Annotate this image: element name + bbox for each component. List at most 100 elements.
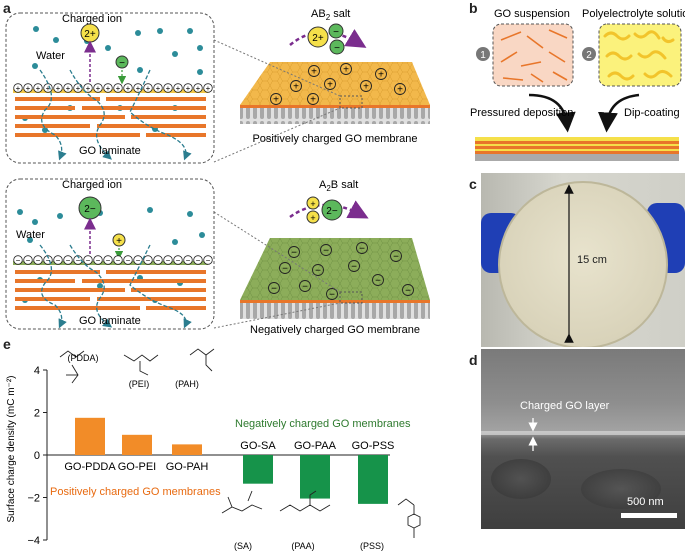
positive-group-label: Positively charged GO membranes: [50, 486, 221, 498]
charge-sign: −: [186, 256, 191, 265]
charge-sign: +: [156, 84, 161, 93]
scale-bar: [621, 513, 677, 518]
bar-go-pei: [122, 434, 152, 455]
polymer-label: (SA): [234, 541, 252, 551]
charge-sign: −: [166, 256, 171, 265]
charge-sign: +: [76, 84, 81, 93]
bar-go-pdda: [75, 417, 105, 455]
membrane-charge-sign: −: [405, 286, 411, 297]
panel-label-b: b: [469, 0, 478, 16]
salt-ion-b2: −: [334, 43, 340, 54]
charge-sign: +: [66, 84, 71, 93]
panel-label-c: c: [469, 176, 477, 192]
membrane-charge-sign: −: [329, 290, 335, 301]
charge-sign: −: [26, 256, 31, 265]
charge-sign: −: [116, 256, 121, 265]
laminate-label-bottom: GO laminate: [79, 315, 141, 327]
salt-ion-b: −: [333, 27, 339, 38]
membrane-charges: +++++++++: [270, 63, 406, 106]
scale-bar-label: 500 nm: [627, 496, 664, 508]
step2-number: 2: [586, 50, 592, 61]
polymer-label: (PDDA): [68, 353, 99, 363]
charge-sign: +: [46, 84, 51, 93]
go-suspension-box: [492, 23, 574, 87]
membrane-charge-sign: −: [359, 244, 365, 255]
charge-sign: +: [206, 84, 211, 93]
laminate-label: GO laminate: [79, 145, 141, 157]
membrane-caption-bottom: Negatively charged GO membrane: [250, 324, 420, 335]
bar-go-pah: [172, 444, 202, 455]
y-tick-label: 2: [34, 408, 40, 420]
category-label: GO-SA: [240, 440, 276, 452]
polymer-label: (PSS): [360, 541, 384, 551]
charge-sign: +: [96, 84, 101, 93]
charge-sign: +: [16, 84, 21, 93]
surface-charges-bottom: −−−−−−−−−−−−−−−−−−−−: [13, 255, 213, 265]
y-tick-label: −4: [27, 535, 40, 547]
membrane-charge-sign: +: [397, 85, 403, 96]
layer-arrows: [528, 418, 677, 518]
membrane-charges-bottom: −−−−−−−−−−−−: [268, 242, 414, 301]
membrane-charge-sign: +: [378, 70, 384, 81]
polymer-label: (PAH): [175, 379, 199, 389]
step2-label: Polyelectrolyte solution: [582, 8, 685, 20]
y-tick-label: 0: [34, 450, 40, 462]
salt-label-bottom: A2B salt: [319, 179, 358, 193]
membrane-charge-sign: +: [311, 67, 317, 78]
y-axis-label: Surface charge density (mC m⁻²): [6, 376, 17, 523]
charge-sign: −: [146, 256, 151, 265]
polymer-label: (PEI): [129, 379, 150, 389]
membrane-charge-sign: −: [271, 284, 277, 295]
charge-sign: +: [56, 84, 61, 93]
water-label-bottom: Water: [16, 229, 45, 241]
charge-sign: −: [16, 256, 21, 265]
membrane-charge-sign: −: [323, 246, 329, 257]
pore-texture: [491, 459, 551, 499]
charge-sign: −: [76, 256, 81, 265]
charge-sign: +: [26, 84, 31, 93]
membrane-charge-sign: +: [327, 80, 333, 91]
membrane-charge-sign: −: [315, 266, 321, 277]
category-label: GO-PDDA: [64, 461, 116, 473]
salt-label: AB2 salt: [311, 8, 350, 22]
salt-ion-b-bottom: 2−: [326, 206, 338, 217]
category-label: GO-PEI: [118, 461, 157, 473]
membrane-charge-sign: −: [282, 264, 288, 275]
ion-small-bottom: +: [116, 236, 122, 247]
category-label: GO-PAA: [294, 440, 337, 452]
y-tick-label: 4: [34, 365, 40, 377]
dimension-arrow: [564, 184, 574, 343]
charge-sign: −: [46, 256, 51, 265]
membrane-charge-sign: −: [351, 262, 357, 273]
negative-group-label: Negatively charged GO membranes: [235, 418, 411, 430]
charge-sign: +: [186, 84, 191, 93]
membrane-charge-sign: −: [302, 282, 308, 293]
go-flakes: [500, 29, 568, 83]
charged-ion-label-bottom: Charged ion: [62, 179, 122, 191]
membrane-charge-sign: −: [291, 248, 297, 259]
step1-number: 1: [480, 50, 486, 61]
dimension-label: 15 cm: [577, 254, 607, 266]
category-label: GO-PAH: [166, 461, 209, 473]
bar-go-sa: [243, 455, 273, 484]
charge-sign: +: [36, 84, 41, 93]
polymer-labels: (PDDA)(PEI)(PAH)(SA)(PAA)(PSS): [68, 353, 385, 551]
charge-sign: +: [166, 84, 171, 93]
membrane-charge-sign: +: [363, 82, 369, 93]
charge-sign: −: [196, 256, 201, 265]
surface-charges: ++++++++++++++++++++: [13, 83, 213, 93]
charge-sign: −: [176, 256, 181, 265]
pore-texture-2: [581, 469, 661, 509]
bottom-membrane: A2B salt + + 2− −−−−−−−−−−−− Negatively …: [240, 179, 430, 335]
charge-sign: +: [126, 84, 131, 93]
salt-ion-a2-bottom: +: [310, 213, 315, 223]
charged-ion-label: Charged ion: [62, 13, 122, 25]
panel-a: Water Charged ion 2+ − +++++++++++++++++…: [5, 8, 430, 335]
polymer-chains: [603, 30, 675, 81]
layered-membrane: [475, 137, 679, 161]
charge-sign: +: [106, 84, 111, 93]
charge-sign: −: [66, 256, 71, 265]
charge-sign: −: [206, 256, 211, 265]
charge-sign: +: [176, 84, 181, 93]
charge-sign: −: [106, 256, 111, 265]
